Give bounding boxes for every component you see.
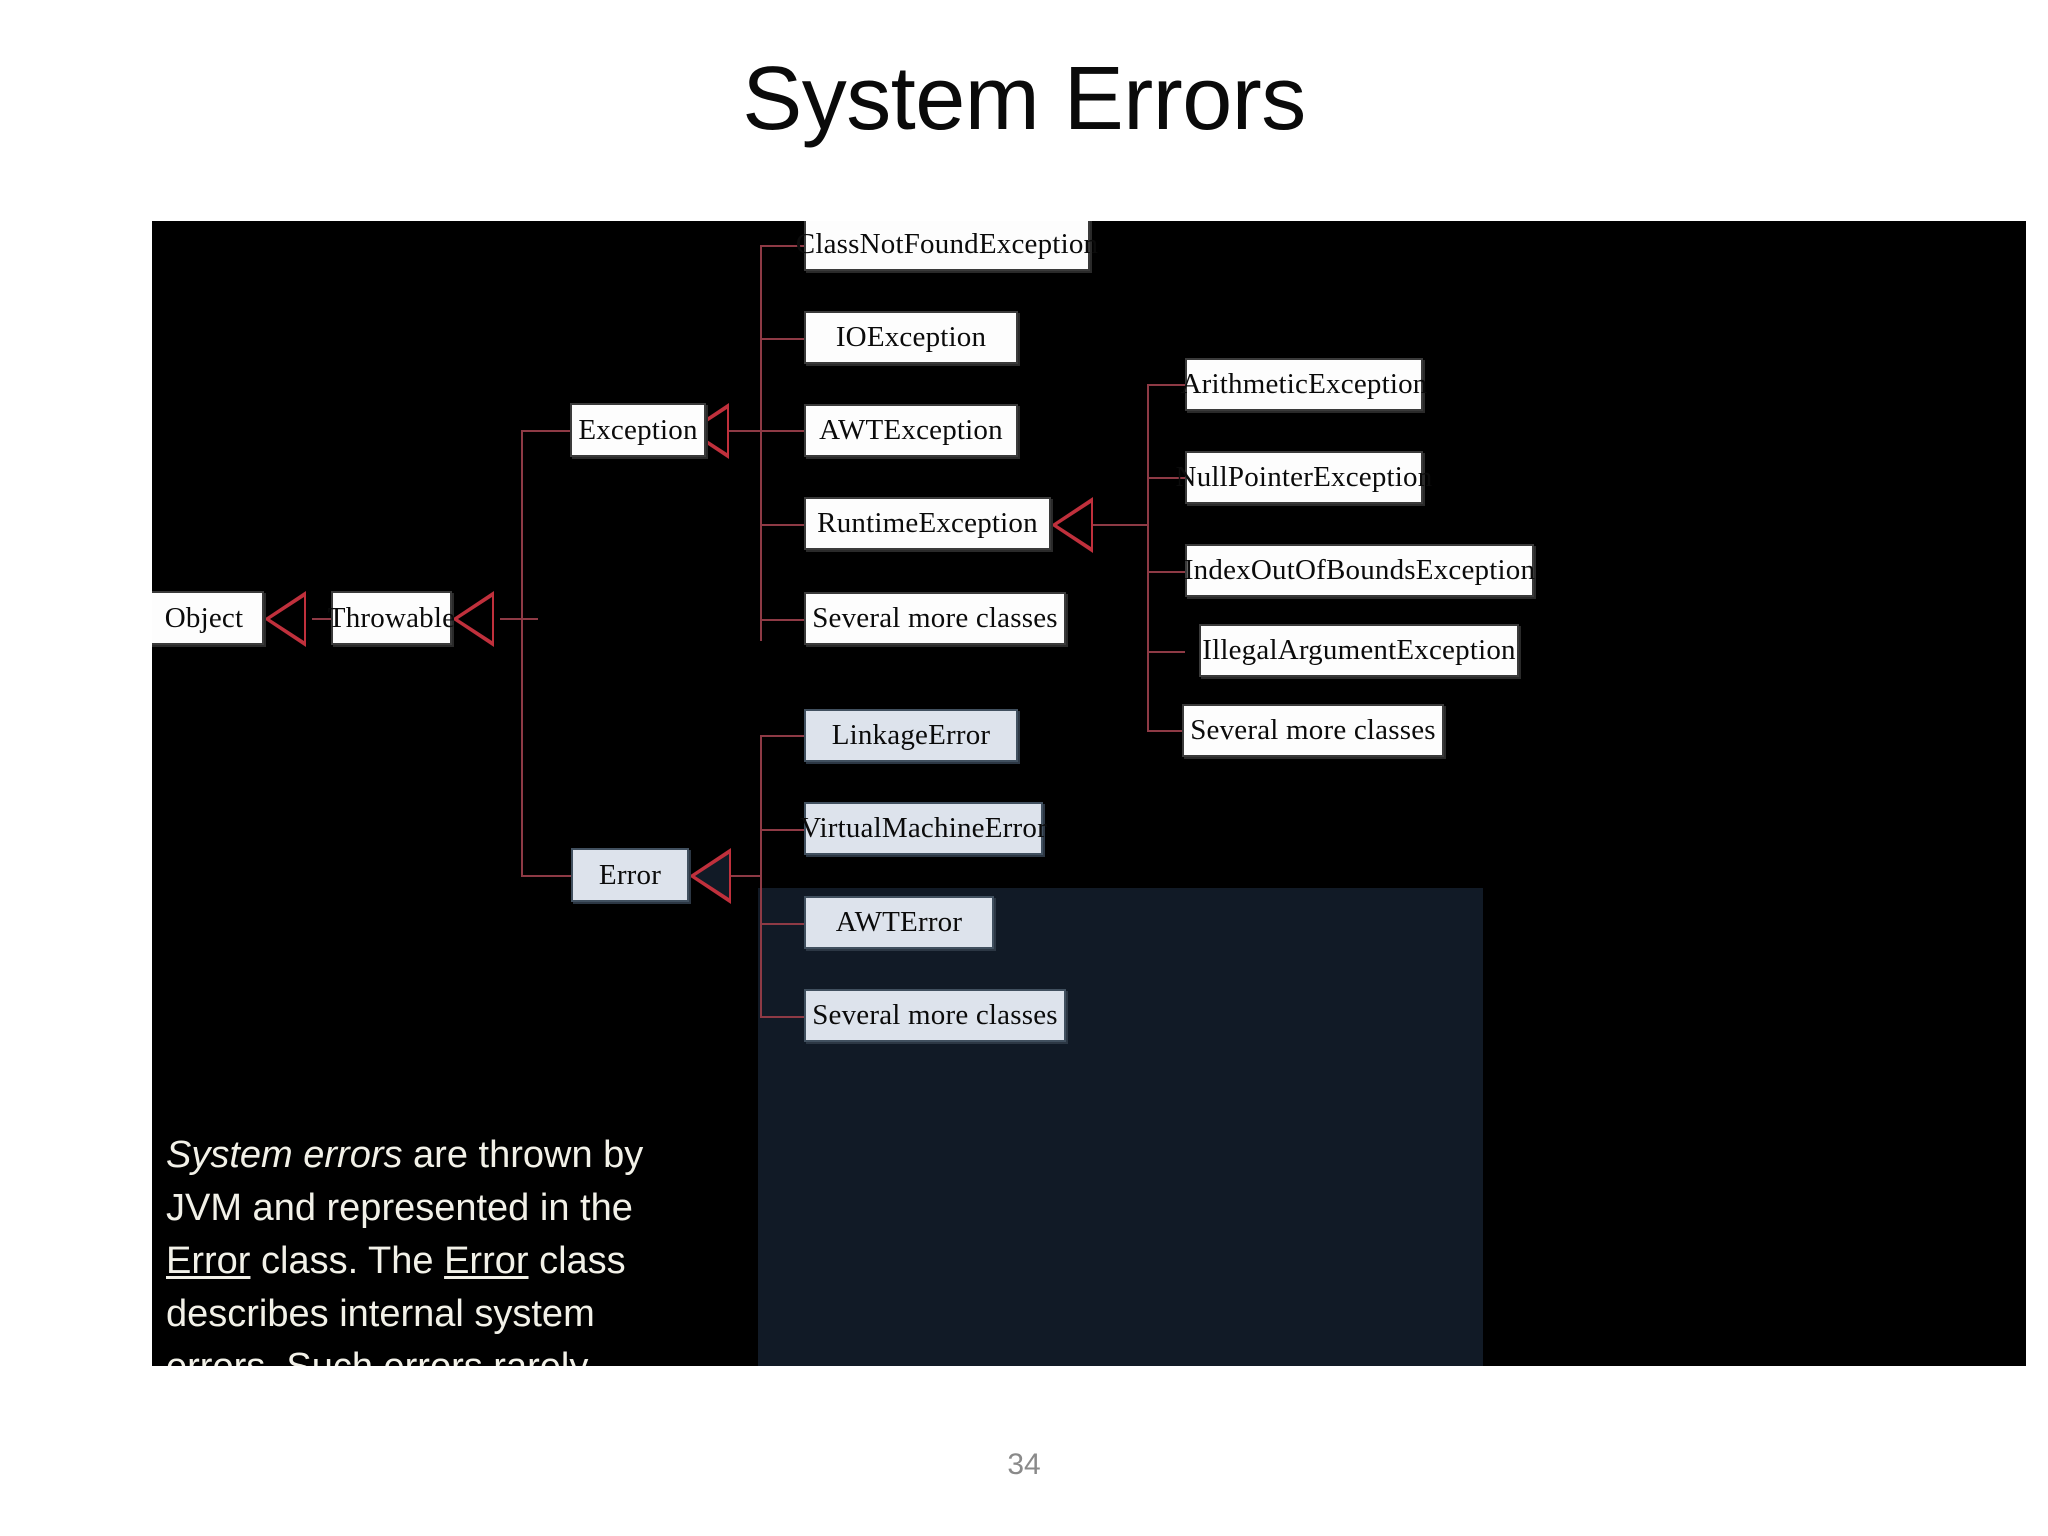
edge-runtime-spine [1147,384,1149,730]
edge-runtime-severalmore [1147,730,1185,732]
node-runtime-several-more-classes[interactable]: Several more classes [1182,704,1444,757]
node-awt-exception[interactable]: AWTException [804,404,1018,457]
body-text-emphasis: System errors [166,1134,403,1176]
edge-error-virtualmachine [760,829,804,831]
class-hierarchy-diagram: Object Throwable Exception Error ClassNo… [152,221,2026,1366]
error-subtree-panel [758,888,1483,1366]
edge-runtime-nullpointer [1147,477,1185,479]
edge-error-awterror [760,923,804,925]
edge-runtime-to-spine [1092,524,1149,526]
edge-exception-classnotfound [760,245,804,247]
edge-exception-awtexception [760,430,804,432]
edge-throwable-trunk [500,618,538,620]
node-illegal-argument-exception[interactable]: IllegalArgumentException [1199,624,1519,677]
edge-runtime-indexoutofbounds [1147,571,1185,573]
body-text-error-link-2: Error [444,1240,529,1282]
edge-error-to-spine [708,875,762,877]
node-io-exception[interactable]: IOException [804,311,1018,364]
node-index-out-of-bounds-exception[interactable]: IndexOutOfBoundsException [1184,544,1535,597]
node-null-pointer-exception[interactable]: NullPointerException [1176,451,1432,504]
edge-error-severalmore [760,1016,804,1018]
edge-exception-ioexception [760,338,804,340]
edge-runtime-illegalargument [1147,651,1185,653]
edge-trunk-exception [521,430,571,432]
node-runtime-exception[interactable]: RuntimeException [804,497,1051,550]
edge-trunk-error [521,875,571,877]
body-paragraph: System errors are thrown by JVM and repr… [166,1129,686,1366]
node-exception[interactable]: Exception [570,403,706,457]
page-number: 34 [1007,1448,1041,1481]
node-class-not-found-exception[interactable]: ClassNotFoundException [796,221,1098,271]
node-linkage-error[interactable]: LinkageError [804,709,1018,762]
inheritance-arrow-runtimeexception [1051,497,1093,553]
node-exception-several-more-classes[interactable]: Several more classes [804,592,1066,645]
edge-exception-to-spine [706,430,762,432]
node-virtual-machine-error[interactable]: VirtualMachineError [800,802,1047,855]
node-arithmetic-exception[interactable]: ArithmeticException [1181,358,1427,411]
body-text-run-1: are thrown by JVM and represented in the [166,1134,644,1229]
edge-exception-spine [760,245,762,641]
edge-runtime-arithmetic [1147,384,1185,386]
node-throwable[interactable]: Throwable [328,591,455,645]
inheritance-arrow-error [689,848,731,904]
body-text-run-3: class describes internal system errors. … [166,1240,626,1366]
node-awt-error[interactable]: AWTError [804,896,994,949]
edge-exception-runtimeexception [760,524,804,526]
edge-trunk-vertical [521,430,523,875]
inheritance-arrow-object [264,591,306,647]
body-text-run-2: class. The [250,1240,445,1282]
edge-exception-severalmore [760,619,804,621]
node-error[interactable]: Error [571,848,689,902]
body-text-error-link-1: Error [166,1240,251,1282]
node-object[interactable]: Object [152,591,264,645]
edge-error-linkage [760,735,804,737]
node-error-several-more-classes[interactable]: Several more classes [804,989,1066,1042]
page-title: System Errors [742,49,1306,149]
inheritance-arrow-throwable [452,591,494,647]
